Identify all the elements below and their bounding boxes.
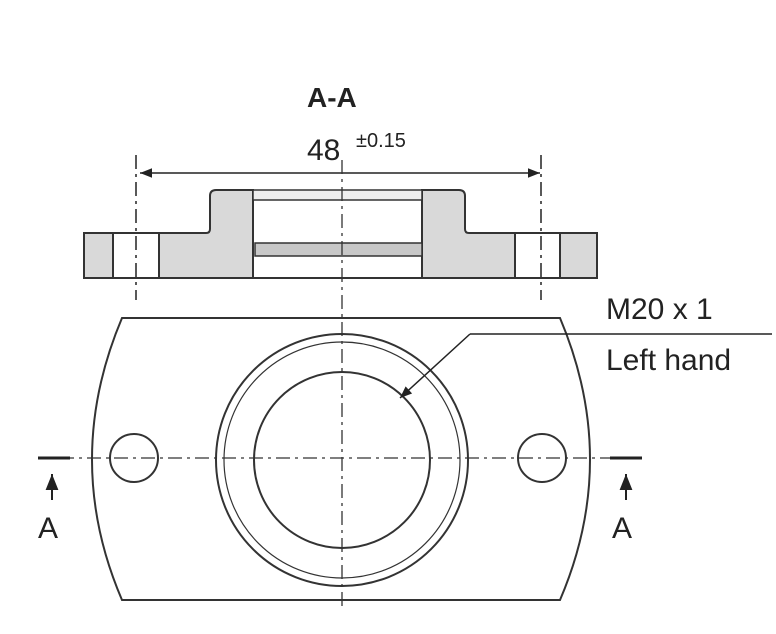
thread-direction: Left hand [606,344,732,377]
thread-spec: M20 x 1 [606,293,713,326]
plan-view [91,317,591,601]
section-label-right: A [612,512,633,545]
dimension-48 [135,155,542,300]
section-label-left: A [38,512,59,545]
centerlines [60,160,620,610]
bolt-hole-section-right [514,232,561,279]
thread-section [254,242,423,257]
dimension-value: 48 [307,134,341,167]
section-title: A-A [307,82,357,113]
section-view [83,189,598,279]
bore-chamfer [252,189,423,201]
bolt-hole-left [109,433,159,483]
flange-outline [91,317,591,601]
thread-leader [399,333,772,399]
section-marker-right [610,456,642,500]
section-marker-left [38,456,70,500]
dimension-tolerance: ±0.15 [356,130,406,152]
